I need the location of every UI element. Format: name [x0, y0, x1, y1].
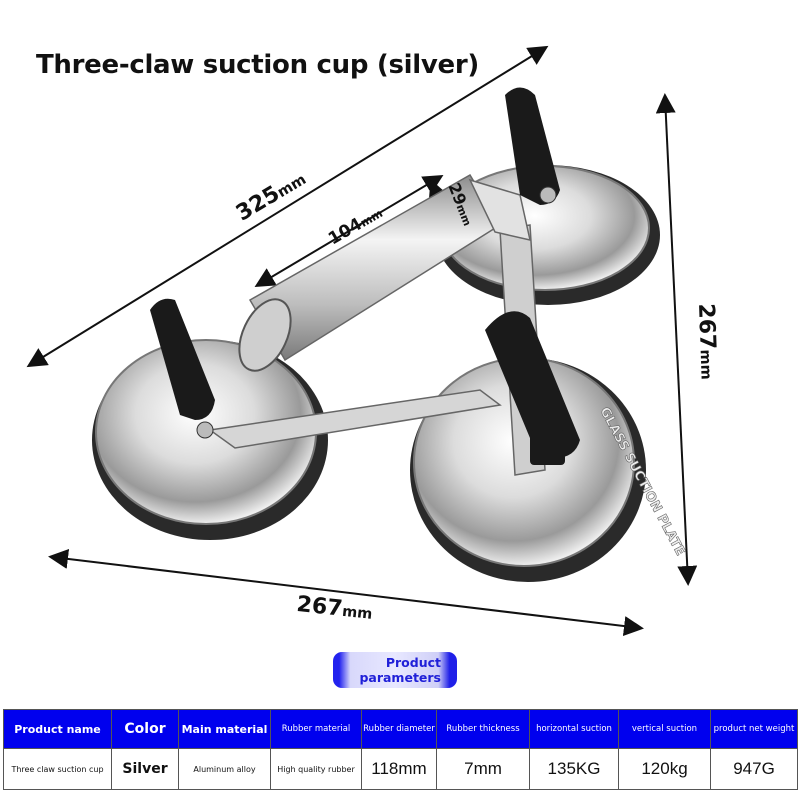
handle-right: [485, 311, 580, 465]
suction-cup-left: [92, 339, 328, 540]
dim-height: 267mm: [693, 303, 720, 380]
arrow-104mm: [254, 174, 444, 288]
cell-net-weight: 947G: [710, 748, 798, 790]
arrow-267mm-vertical: [655, 93, 698, 586]
column-header: Product name: [3, 709, 112, 749]
badge-line2: parameters: [359, 670, 441, 685]
cell-main-material: Aluminum alloy: [178, 748, 271, 790]
product-parameters-badge: Product parameters: [333, 652, 457, 688]
cell-product-name: Three claw suction cup: [3, 748, 112, 790]
handle-back: [505, 87, 560, 205]
column-header: horizontal suction: [529, 709, 619, 749]
cell-color: Silver: [111, 748, 179, 790]
cell-rubber-diameter: 118mm: [361, 748, 437, 790]
table-header-row: Product name Color Main material Rubber …: [3, 709, 798, 749]
column-header: Rubber material: [270, 709, 362, 749]
cell-rubber-material: High quality rubber: [270, 748, 362, 790]
column-header: Color: [111, 709, 179, 749]
column-header: Rubber thickness: [436, 709, 530, 749]
cell-horizontal-suction: 135KG: [529, 748, 619, 790]
column-header: Rubber diameter: [361, 709, 437, 749]
column-header: vertical suction: [618, 709, 711, 749]
badge-line1: Product: [385, 655, 441, 670]
column-header: product net weight: [710, 709, 798, 749]
handle-left: [150, 298, 215, 439]
arrow-267mm-horizontal: [48, 548, 644, 637]
cell-vertical-suction: 120kg: [618, 748, 711, 790]
product-illustration: GLASS SUCTION PLATE: [26, 45, 698, 637]
table-row: Three claw suction cup Silver Aluminum a…: [3, 748, 798, 790]
dimension-arrows: [26, 45, 698, 637]
parameters-table: Product name Color Main material Rubber …: [3, 709, 798, 790]
column-header: Main material: [178, 709, 271, 749]
cell-rubber-thickness: 7mm: [436, 748, 530, 790]
